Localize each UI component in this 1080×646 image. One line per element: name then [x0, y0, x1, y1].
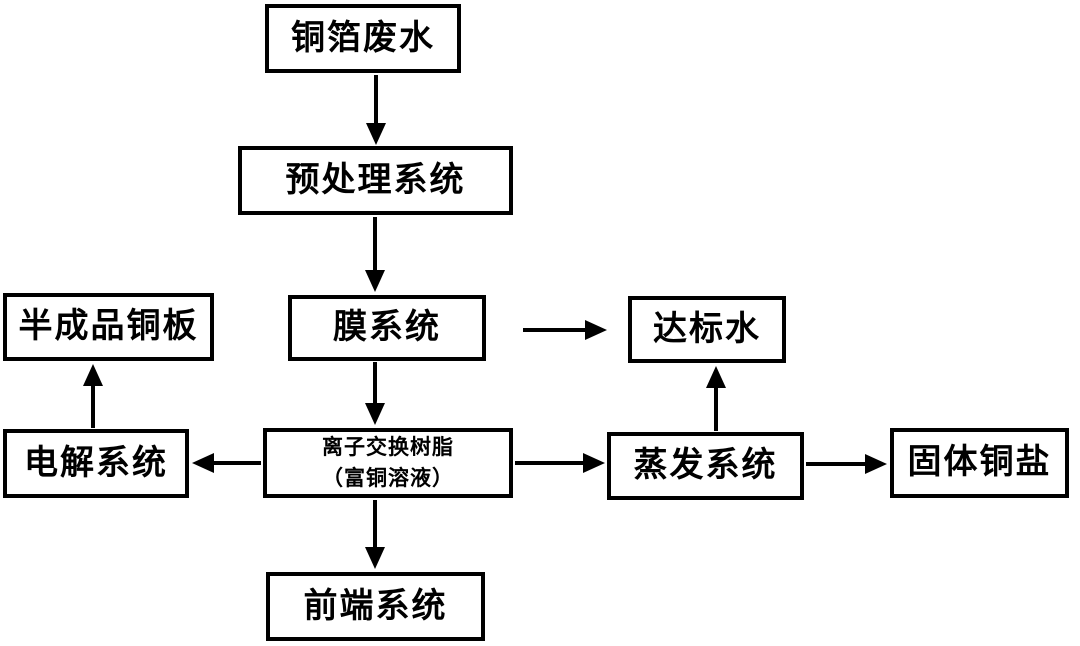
node-ion-exchange-resin-label-line2: （富铜溶液）	[322, 467, 454, 490]
node-solid-copper-salt: 固体铜盐	[890, 428, 1069, 498]
node-standard-water-label: 达标水	[653, 310, 761, 348]
node-electrolysis-system-label: 电解系统	[24, 444, 168, 482]
node-ion-exchange-resin-label-line1: 离子交换树脂	[322, 435, 454, 459]
node-front-end-system: 前端系统	[266, 572, 485, 641]
node-membrane-system-label: 膜系统	[333, 309, 441, 346]
node-copper-foil-wastewater: 铜箔废水	[265, 4, 461, 73]
node-ion-exchange-resin: 离子交换树脂 （富铜溶液）	[263, 428, 513, 498]
node-pretreatment-system-label: 预处理系统	[285, 161, 466, 199]
node-evaporation-system-label: 蒸发系统	[633, 447, 778, 484]
node-semi-finished-copper-plate-label: 半成品铜板	[18, 308, 199, 345]
node-copper-foil-wastewater-label: 铜箔废水	[291, 19, 435, 57]
node-semi-finished-copper-plate: 半成品铜板	[3, 293, 214, 361]
node-evaporation-system: 蒸发系统	[607, 432, 804, 500]
node-membrane-system: 膜系统	[288, 295, 486, 361]
node-front-end-system-label: 前端系统	[303, 587, 448, 625]
node-standard-water: 达标水	[628, 296, 786, 363]
node-pretreatment-system: 预处理系统	[238, 146, 513, 215]
node-electrolysis-system: 电解系统	[3, 429, 189, 498]
node-solid-copper-salt-label: 固体铜盐	[907, 444, 1052, 481]
